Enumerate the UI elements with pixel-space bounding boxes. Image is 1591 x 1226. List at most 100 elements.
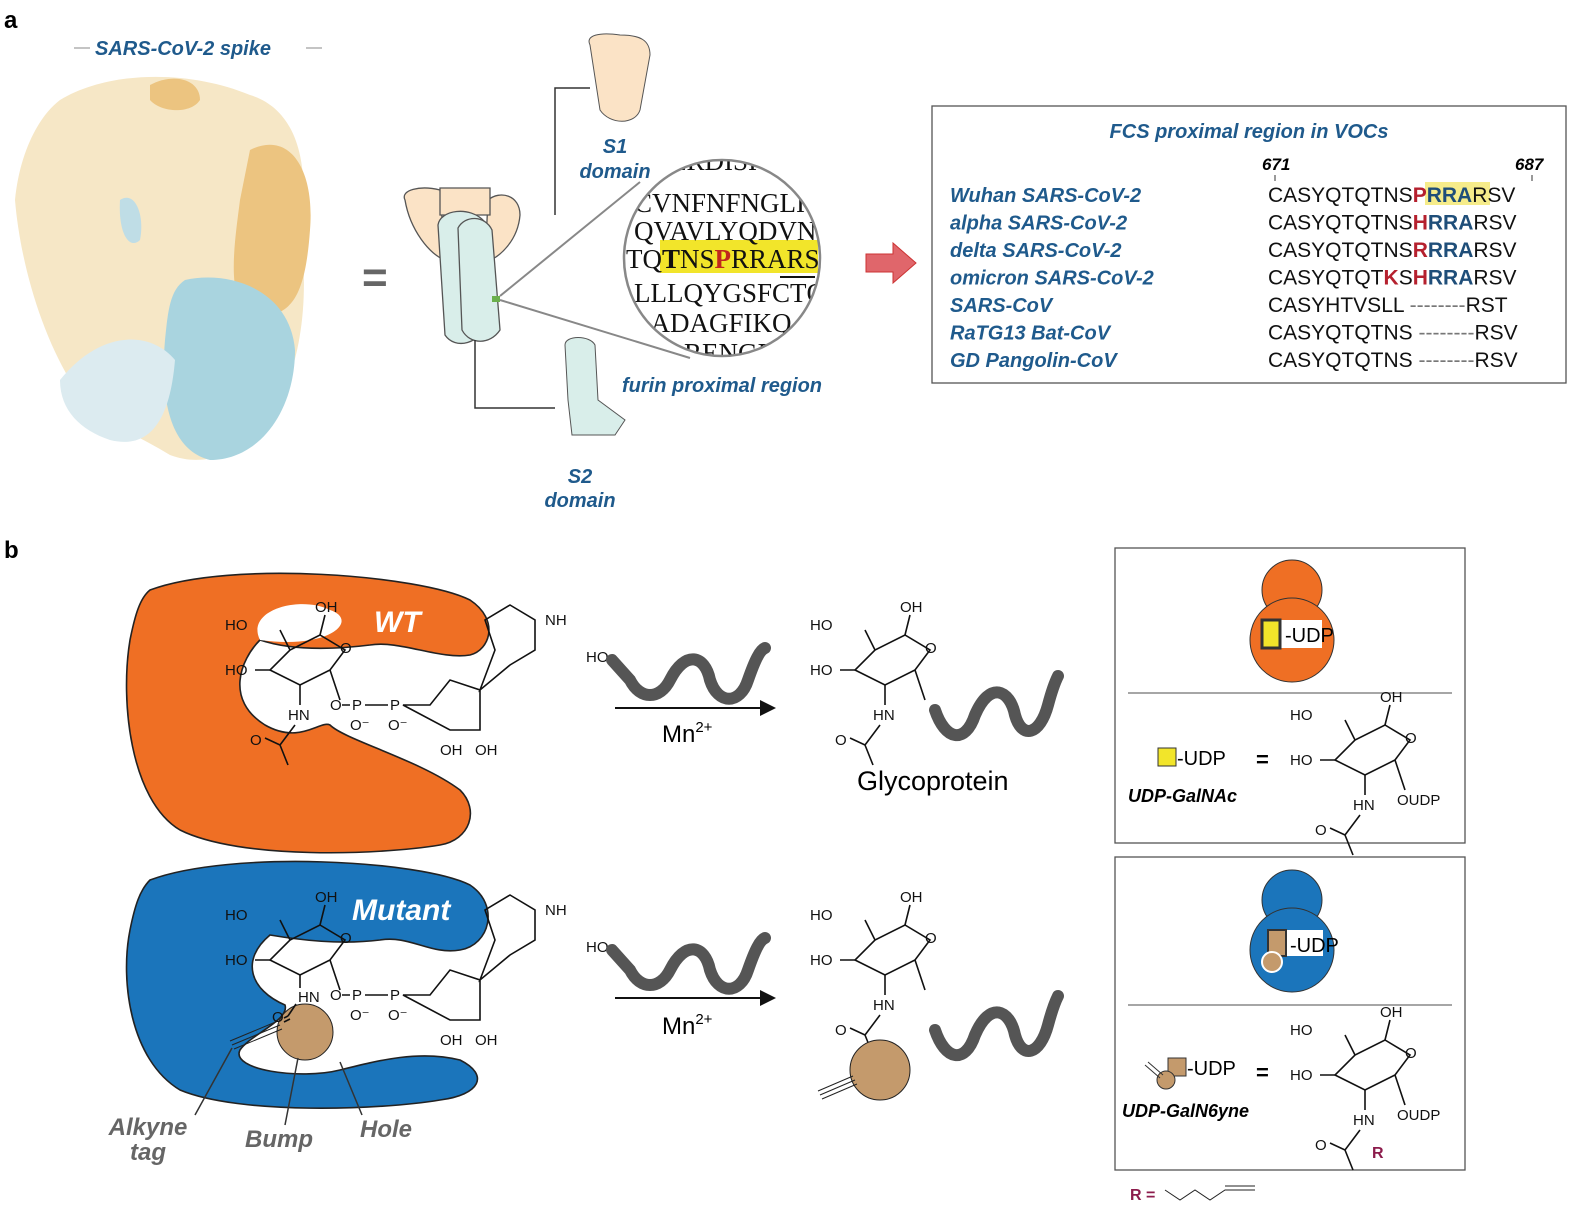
svg-text:O: O bbox=[330, 697, 342, 714]
variant-sequence: CASYQTQTNSPRRARSV bbox=[1268, 184, 1515, 207]
svg-text:OH: OH bbox=[440, 742, 463, 759]
svg-text:HN: HN bbox=[873, 707, 895, 724]
svg-text:=: = bbox=[1256, 747, 1269, 772]
svg-text:NH: NH bbox=[545, 902, 567, 919]
svg-text:O: O bbox=[1405, 730, 1417, 747]
magnifier: ERDISI CVNFNFNGLI QVAVLYQDVNCT TQTNSPRRA… bbox=[624, 160, 827, 368]
svg-text:O: O bbox=[1315, 822, 1327, 839]
svg-text:HO: HO bbox=[1290, 707, 1313, 724]
svg-text:HN: HN bbox=[288, 707, 310, 724]
svg-text:O: O bbox=[1315, 1137, 1327, 1154]
svg-text:HO: HO bbox=[225, 952, 248, 969]
r-group-structure bbox=[1164, 1185, 1255, 1201]
svg-text:Mn2+: Mn2+ bbox=[662, 719, 713, 748]
svg-text:LLLQYGSFCTQ: LLLQYGSFCTQ bbox=[634, 278, 827, 308]
svg-text:O: O bbox=[272, 1009, 284, 1026]
svg-text:OH: OH bbox=[475, 1032, 498, 1049]
svg-text:O⁻: O⁻ bbox=[388, 717, 408, 734]
s1-domain-shape bbox=[588, 33, 651, 122]
variant-name: omicron SARS-CoV-2 bbox=[950, 268, 1154, 290]
svg-text:HO: HO bbox=[586, 939, 609, 956]
svg-text:O: O bbox=[835, 732, 847, 749]
variant-name: RaTG13 Bat-CoV bbox=[950, 323, 1112, 345]
voc-box bbox=[931, 105, 1567, 384]
protein-chain-icon bbox=[606, 932, 771, 995]
svg-text:P: P bbox=[352, 697, 362, 714]
variant-name: alpha SARS-CoV-2 bbox=[950, 213, 1127, 235]
udp-galnac-label: UDP-GalNAc bbox=[1128, 786, 1237, 806]
furin-label: furin proximal region bbox=[622, 375, 822, 397]
svg-text:HN: HN bbox=[1353, 1112, 1375, 1129]
svg-text:HO: HO bbox=[810, 617, 833, 634]
svg-text:-UDP: -UDP bbox=[1290, 935, 1339, 957]
variant-name: Wuhan SARS-CoV-2 bbox=[950, 185, 1141, 207]
svg-text:HO: HO bbox=[1290, 752, 1313, 769]
variant-name: delta SARS-CoV-2 bbox=[950, 240, 1122, 262]
svg-text:OH: OH bbox=[440, 1032, 463, 1049]
svg-text:HN: HN bbox=[873, 997, 895, 1014]
svg-text:O: O bbox=[250, 732, 262, 749]
svg-text:O⁻: O⁻ bbox=[350, 1007, 370, 1024]
svg-text:OH: OH bbox=[1380, 689, 1403, 706]
reaction-wt: HO Mn2+ bbox=[586, 642, 776, 748]
svg-text:CVNFNFNGLI: CVNFNFNGLI bbox=[634, 188, 805, 218]
svg-text:Mn2+: Mn2+ bbox=[662, 1011, 713, 1040]
svg-text:O: O bbox=[835, 1022, 847, 1039]
svg-text:R: R bbox=[1372, 1145, 1384, 1162]
hole-label: Hole bbox=[360, 1116, 412, 1143]
svg-text:HO: HO bbox=[1290, 1067, 1313, 1084]
svg-text:HO: HO bbox=[225, 617, 248, 634]
mutant-legend-box: -UDP -UDP = UDP-GalN6yne HOOHHOOOUDPHNO … bbox=[1114, 856, 1466, 1171]
variant-sequence: CASYQTQTNS --------RSV bbox=[1268, 349, 1518, 372]
protein-chain-icon bbox=[929, 990, 1064, 1061]
galnac-square-icon bbox=[1157, 747, 1177, 767]
s2-domain-shape bbox=[564, 337, 626, 436]
svg-text:HO: HO bbox=[225, 907, 248, 924]
panel-a-label: a bbox=[4, 7, 18, 34]
svg-text:OUDP: OUDP bbox=[1397, 792, 1440, 809]
glycoprotein-label: Glycoprotein bbox=[857, 766, 1009, 796]
wt-enzyme bbox=[125, 572, 490, 854]
protein-chain-icon bbox=[606, 642, 771, 705]
svg-text:O: O bbox=[330, 987, 342, 1004]
bump-circle bbox=[276, 1003, 334, 1061]
svg-text:OH: OH bbox=[315, 889, 338, 906]
start-position: 671 bbox=[1262, 155, 1290, 174]
svg-text:HN: HN bbox=[1353, 797, 1375, 814]
variant-sequence: CASYHTVSLL --------RST bbox=[1268, 294, 1508, 317]
svg-text:O⁻: O⁻ bbox=[388, 1007, 408, 1024]
svg-text:HN: HN bbox=[298, 989, 320, 1006]
svg-text:P: P bbox=[352, 987, 362, 1004]
bump-label: Bump bbox=[245, 1126, 313, 1153]
svg-text:P: P bbox=[390, 697, 400, 714]
end-position: 687 bbox=[1515, 155, 1545, 174]
variant-sequence: CASYQTQTNS --------RSV bbox=[1268, 322, 1518, 345]
svg-text:RENGI: RENGI bbox=[684, 338, 767, 368]
r-definition: R = bbox=[1130, 1187, 1155, 1204]
bump-circle bbox=[849, 1039, 911, 1101]
svg-text:O: O bbox=[925, 930, 937, 947]
svg-text:O⁻: O⁻ bbox=[350, 717, 370, 734]
svg-text:OH: OH bbox=[1380, 1004, 1403, 1021]
svg-text:=: = bbox=[1256, 1060, 1269, 1085]
svg-text:HO: HO bbox=[586, 649, 609, 666]
equals-sign: = bbox=[362, 253, 388, 302]
mutant-enzyme bbox=[125, 860, 489, 1109]
voc-rows: Wuhan SARS-CoV-2 CASYQTQTNSPRRARSV alpha S… bbox=[950, 184, 1518, 372]
svg-text:OH: OH bbox=[475, 742, 498, 759]
red-arrow bbox=[865, 241, 917, 285]
svg-text:NH: NH bbox=[545, 612, 567, 629]
svg-text:HO: HO bbox=[810, 952, 833, 969]
reaction-mutant: HO Mn2+ bbox=[586, 932, 776, 1040]
svg-text:-UDP: -UDP bbox=[1177, 748, 1226, 770]
alkyne-tag-icon bbox=[229, 1020, 283, 1050]
variant-sequence: CASYQTQTNSHRRARSV bbox=[1268, 212, 1517, 235]
